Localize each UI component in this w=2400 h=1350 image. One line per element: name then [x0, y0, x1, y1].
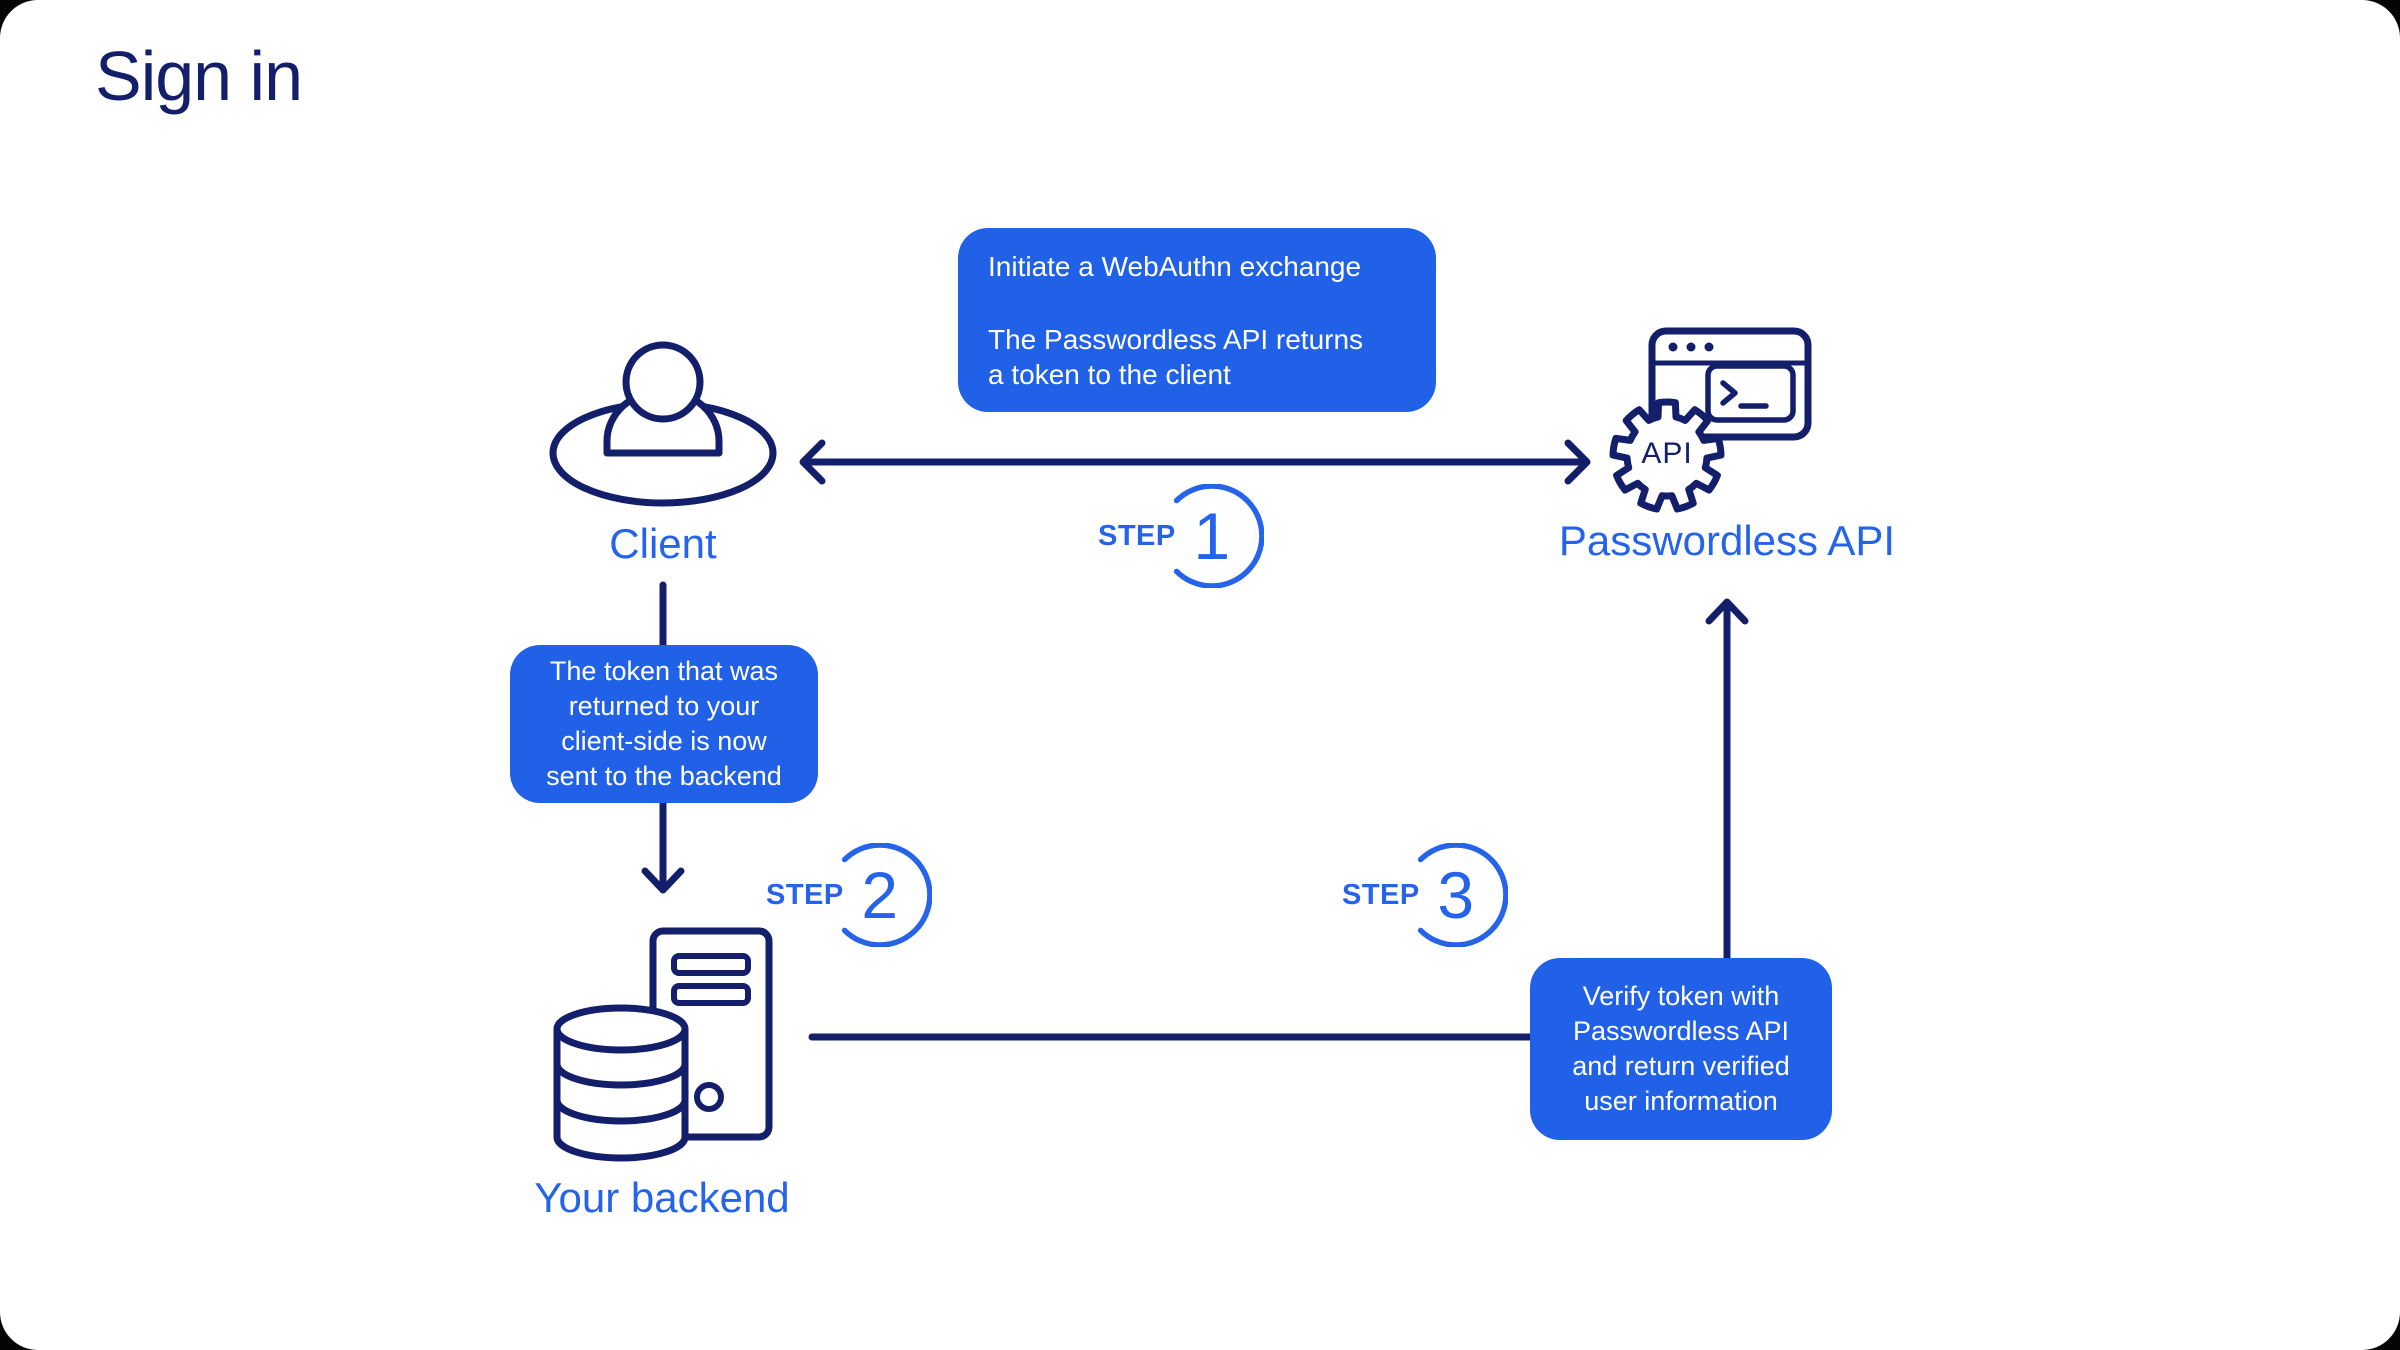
step-circle-icon — [1417, 843, 1508, 947]
arrow-client-api — [799, 439, 1591, 485]
step-1-circle: 1 — [1160, 484, 1264, 588]
step-2-label: STEP — [766, 878, 844, 911]
api-browser-window-icon — [1609, 327, 1812, 513]
browser-dots-icon — [1668, 342, 1714, 352]
backend-server-icon — [553, 927, 773, 1162]
client-label: Client — [609, 520, 717, 567]
page-title: Sign in — [95, 37, 303, 115]
step-1-number: 1 — [1193, 499, 1231, 573]
callout-initiate-line1: Initiate a WebAuthn exchange — [988, 251, 1362, 282]
step-3-circle: 3 — [1404, 843, 1508, 947]
callout-verify-token: Verify token with Passwordless API and r… — [1530, 958, 1832, 1140]
step-2-circle: 2 — [828, 843, 932, 947]
step-1-label: STEP — [1098, 519, 1176, 552]
callout-token-text: The token that was returned to your clie… — [546, 656, 782, 791]
gear-icon — [1609, 398, 1725, 513]
step-2-badge: STEP 2 — [766, 843, 932, 947]
step-3-label: STEP — [1342, 878, 1420, 911]
terminal-icon — [1705, 363, 1796, 423]
callout-initiate-webauthn: Initiate a WebAuthn exchange The Passwor… — [958, 228, 1436, 412]
backend-label: Your backend — [534, 1174, 790, 1221]
step-1-badge: STEP 1 — [1098, 484, 1264, 588]
gear-label: API — [1641, 437, 1693, 470]
callout-token-to-backend: The token that was returned to your clie… — [510, 645, 818, 803]
step-2-number: 2 — [861, 858, 899, 932]
client-person-icon — [549, 341, 777, 507]
callout-verify-text: Verify token with Passwordless API and r… — [1572, 981, 1790, 1116]
step-3-number: 3 — [1437, 858, 1475, 932]
callout-initiate-line2: The Passwordless API returns a token to … — [988, 324, 1364, 390]
api-label: Passwordless API — [1558, 517, 1896, 564]
database-icon — [553, 1004, 689, 1162]
step-3-badge: STEP 3 — [1342, 843, 1508, 947]
step-circle-icon — [841, 843, 932, 947]
step-circle-icon — [1173, 484, 1264, 588]
